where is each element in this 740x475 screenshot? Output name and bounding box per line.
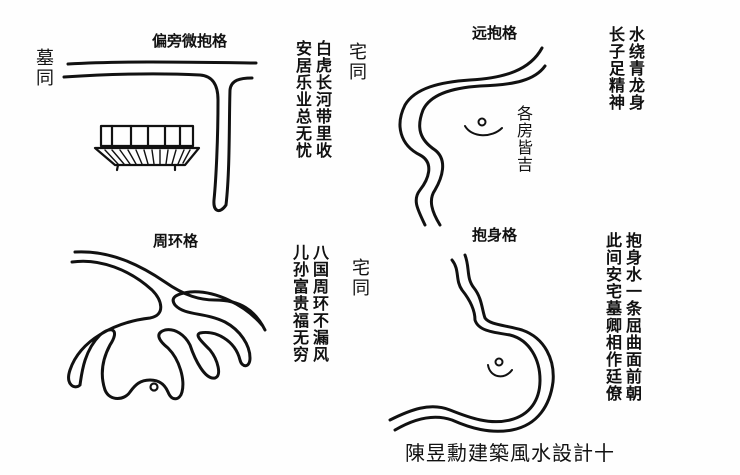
baoshen-river-icon xyxy=(388,253,555,433)
verse-column-left: 此间安宅墓卿相作廷僚 xyxy=(603,232,622,402)
verse-column-right: 八国周环不漏风 xyxy=(310,244,329,363)
verse-column-left: 安居乐业总无忧 xyxy=(293,40,312,159)
tomb-mound-icon xyxy=(464,117,503,137)
label-house-same: 宅同 xyxy=(349,258,370,298)
label-tomb-same: 墓同 xyxy=(33,48,54,88)
yuanbao-river-icon xyxy=(398,46,547,227)
title-zhouhuan: 周环格 xyxy=(153,232,199,250)
title-pianpang-weibao: 偏旁微抱格 xyxy=(152,32,228,50)
figure-caption: 陳昱勳建築風水設計十 xyxy=(405,441,615,465)
verse-column-right: 抱身水一条屈曲面前朝 xyxy=(623,232,642,402)
verse-column-right: 水绕青龙身 xyxy=(626,26,645,111)
zhouhuan-river-icon xyxy=(67,250,267,401)
verse-column-left: 儿孙富贵福无穷 xyxy=(290,244,309,363)
verse-column-left: 长子足精神 xyxy=(606,26,625,111)
building-icon xyxy=(93,124,201,172)
label-house-same: 宅同 xyxy=(346,42,367,82)
piangpang-river-icon xyxy=(62,60,258,213)
title-yuanbao: 远抱格 xyxy=(472,24,518,42)
house-mound-icon xyxy=(487,357,513,378)
verse-column-right: 白虎长河带里收 xyxy=(313,40,332,159)
title-baoshen: 抱身格 xyxy=(472,226,518,244)
note-gefang-jieji: 各房皆吉 xyxy=(514,105,533,173)
